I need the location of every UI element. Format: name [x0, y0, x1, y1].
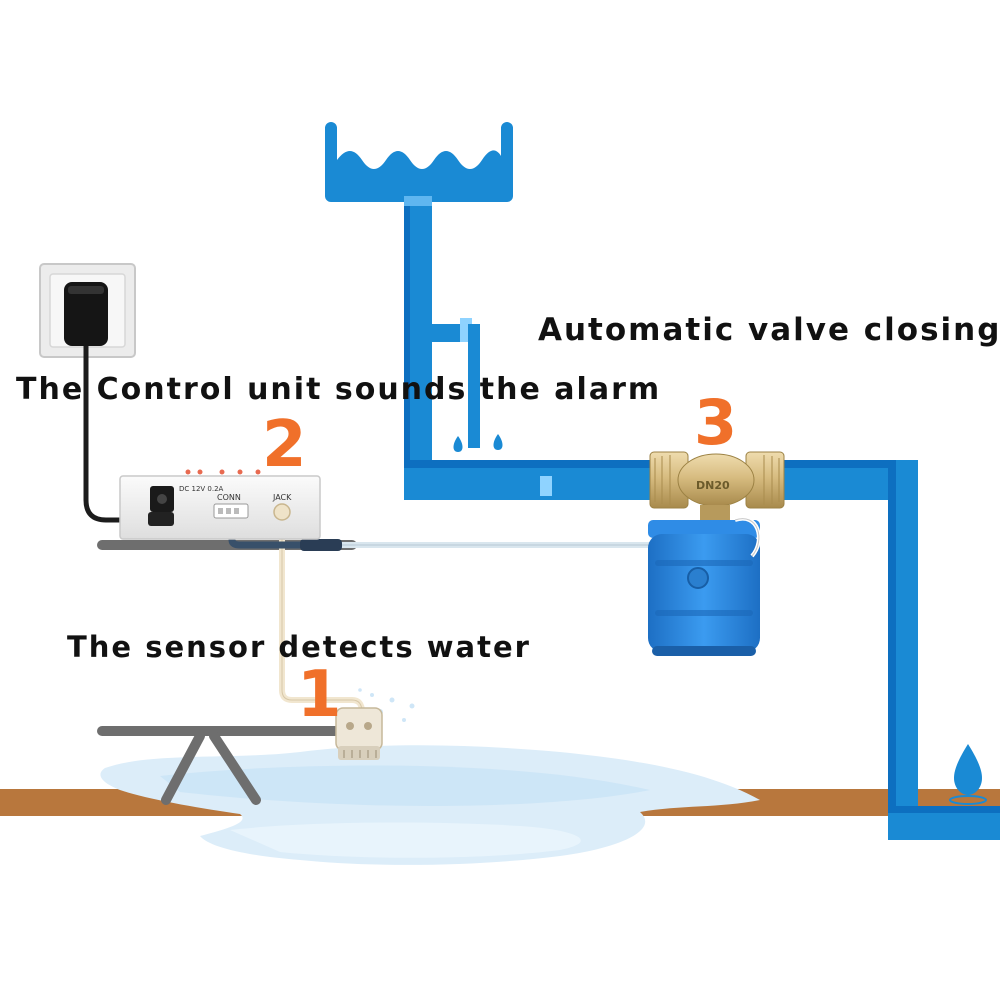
water-drop-icon: [949, 744, 987, 805]
power-adapter-icon: [64, 282, 150, 523]
step-number-1: 1: [297, 658, 342, 732]
water-sensor: [335, 707, 383, 760]
step-number-3: 3: [694, 386, 738, 459]
step-number-2: 2: [262, 408, 307, 482]
conn-port-label: CONN: [217, 493, 241, 502]
water-puddle: [100, 688, 760, 865]
ball-valve: [649, 451, 785, 521]
caption-sensor-detects: The sensor detects water: [67, 630, 531, 664]
water-pipe: [325, 122, 1000, 840]
floor-stand: [97, 726, 359, 805]
caption-control-alarm: The Control unit sounds the alarm: [16, 372, 662, 407]
valve-actuator: [648, 516, 761, 656]
power-spec-label: DC 12V 0.2A: [179, 485, 224, 493]
valve-size-label: DN20: [696, 479, 730, 492]
valve-cable: [228, 515, 655, 551]
jack-port-label: JACK: [273, 493, 292, 502]
control-unit: [119, 469, 321, 540]
caption-valve-closing: Automatic valve closing: [538, 312, 1000, 348]
